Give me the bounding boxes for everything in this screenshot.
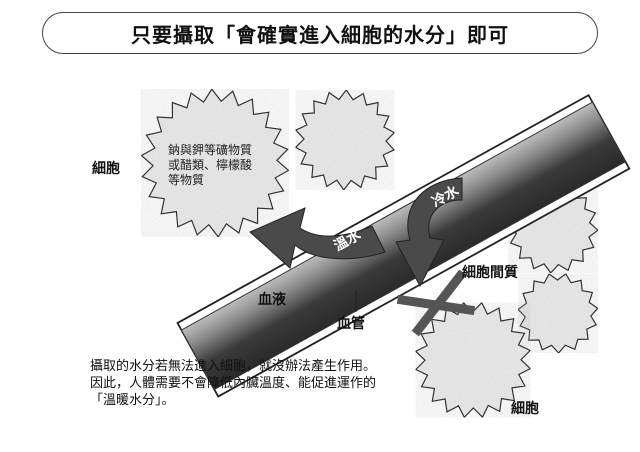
cell-contents-note: 鈉與鉀等礦物質 或醋類、檸檬酸 等物質 — [168, 143, 252, 188]
caption-line: 「溫暖水分」。 — [90, 393, 175, 408]
caption-line: 攝取的水分若無法進入細胞，就沒辦法產生作用。 — [90, 359, 377, 374]
cell-label-left: 細胞 — [92, 161, 120, 177]
cell-top-middle — [294, 88, 396, 192]
cell-contents-line: 等物質 — [168, 173, 205, 187]
cell-right-lower — [517, 272, 599, 354]
warm-water-arrow — [249, 207, 386, 269]
cell-contents-line: 鈉與鉀等礦物質 — [168, 143, 253, 157]
blocked-cross-mark — [396, 269, 476, 337]
interstitial-label: 細胞間質 — [462, 265, 518, 281]
cell-contents-line: 或醋類、檸檬酸 — [168, 158, 253, 172]
blood-label: 血液 — [258, 292, 286, 308]
cold-water-arrow — [395, 177, 463, 288]
page-title: 只要攝取「會確實進入細胞的水分」即可 — [131, 22, 509, 47]
caption-line: 因此，人體需要不會降低內臟溫度、能促進運作的 — [90, 376, 377, 391]
vessel-label: 血管 — [337, 316, 365, 332]
cell-label-right: 細胞 — [511, 401, 539, 417]
title-banner: 只要攝取「會確實進入細胞的水分」即可 — [42, 12, 598, 54]
cell-bottom-center — [414, 301, 532, 419]
cell-large-left — [140, 88, 290, 238]
caption-text: 攝取的水分若無法進入細胞，就沒辦法產生作用。 因此，人體需要不會降低內臟溫度、能… — [90, 358, 376, 409]
